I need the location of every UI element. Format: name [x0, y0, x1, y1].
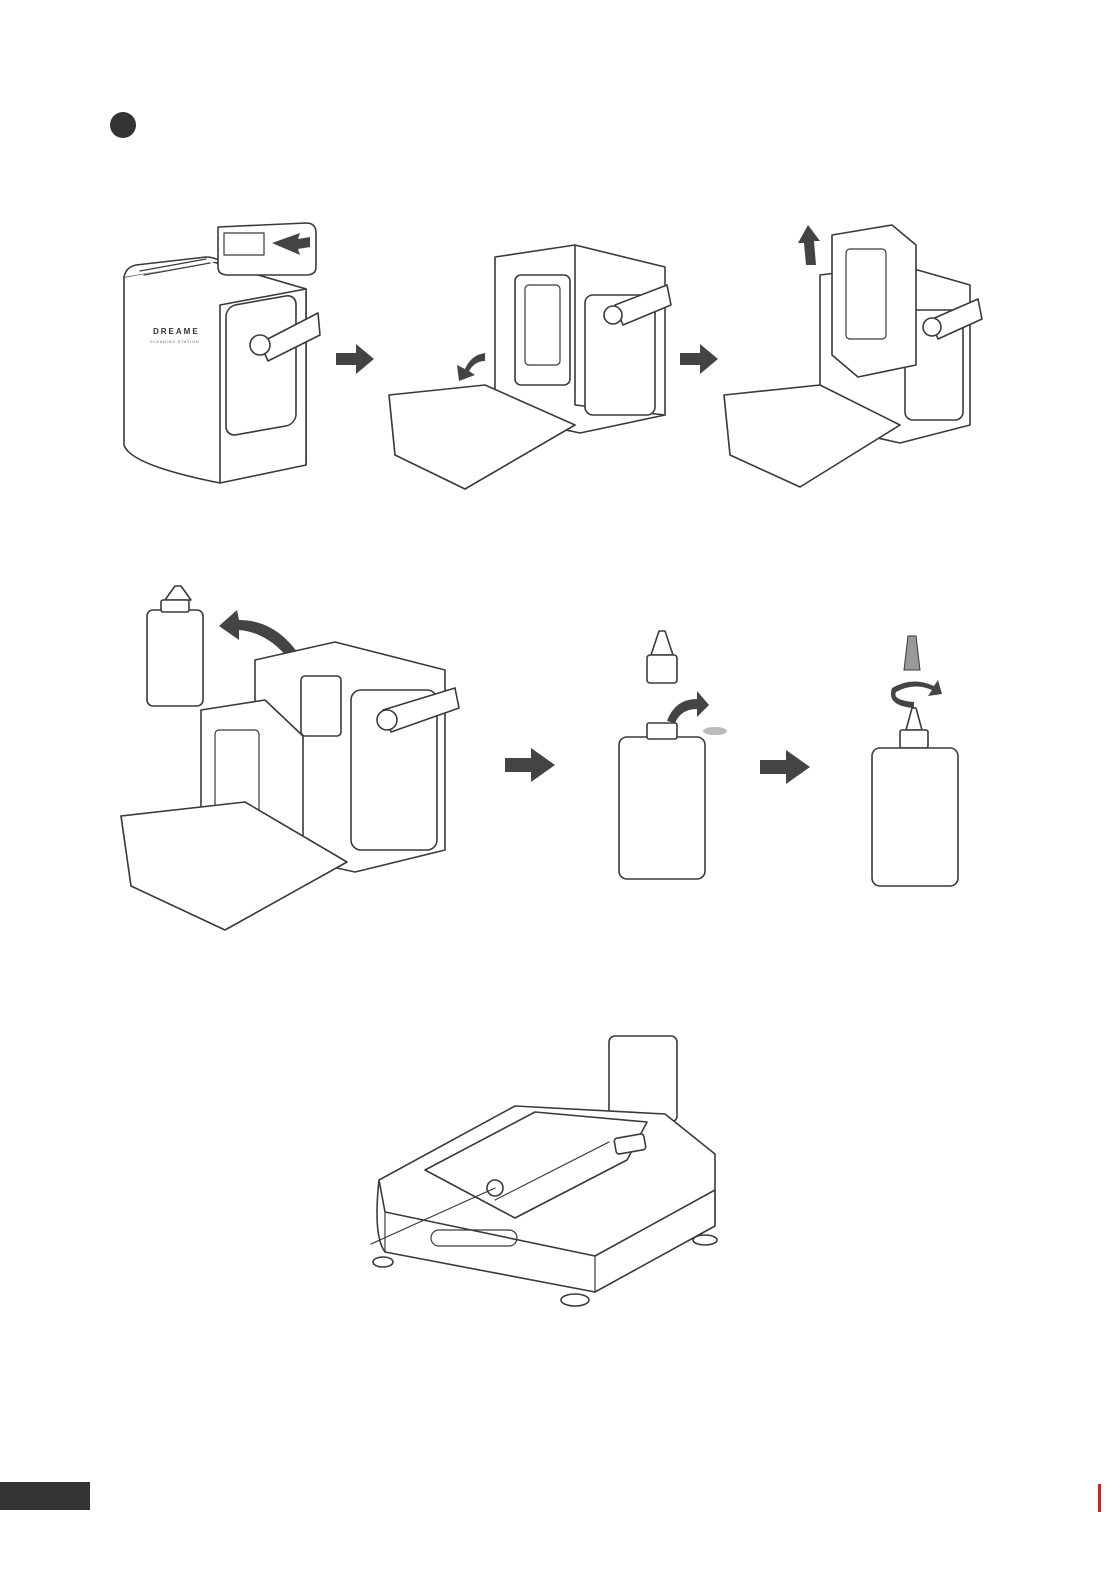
- next-step-arrow-icon: [505, 748, 555, 782]
- brand-tagline: CLEANING STATION: [150, 340, 200, 344]
- next-step-arrow-icon: [680, 344, 720, 374]
- twist-nozzle-icon: [891, 680, 942, 708]
- figure-remove-cap: [605, 625, 745, 885]
- figure-station-open: [385, 245, 685, 505]
- edge-tab-mark: [1098, 1484, 1101, 1512]
- footer-page-bar: [0, 1482, 90, 1510]
- figure-tank-lifted: [720, 215, 1010, 495]
- open-door-arrow-icon: [457, 353, 485, 381]
- figure-install-nozzle: [862, 630, 972, 890]
- step-marker-dot: [110, 112, 136, 138]
- next-step-arrow-icon: [336, 344, 376, 374]
- lift-up-arrow-icon: [798, 225, 820, 265]
- figure-remove-bottle: [115, 580, 475, 940]
- figure-fill-mop-unit: [365, 1030, 745, 1320]
- remove-cap-arrow-icon: [667, 691, 709, 723]
- next-step-arrow-icon: [760, 750, 810, 784]
- brand-text: DREAME: [153, 327, 200, 336]
